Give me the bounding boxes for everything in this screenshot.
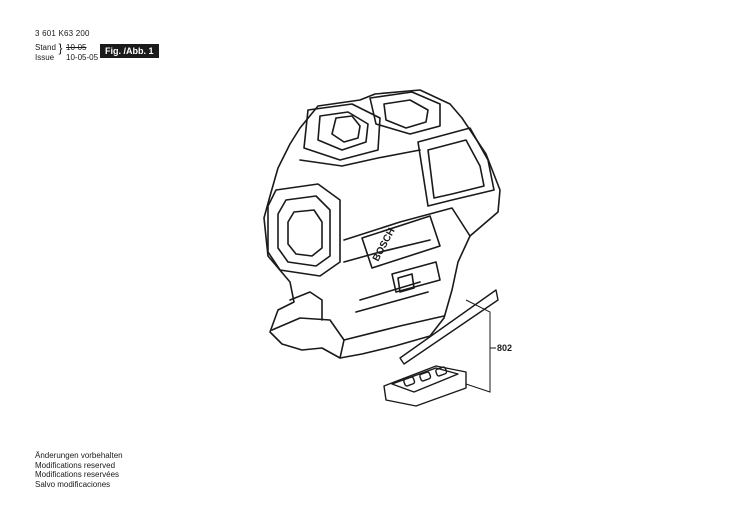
- note-en: Modifications reserved: [35, 460, 116, 470]
- side-grip: [417, 127, 495, 207]
- note-de: Änderungen vorbehalten: [35, 451, 123, 460]
- battery-slot-3: [435, 366, 448, 377]
- brand-panel: [361, 215, 441, 269]
- front-head-inner: [277, 195, 331, 267]
- body-seam-mid: [343, 207, 471, 241]
- top-head-inner: [317, 111, 369, 151]
- part-number: 3 601 K63 200: [35, 29, 90, 38]
- rear-head-inner: [383, 99, 429, 129]
- issue-label: Issue: [35, 53, 55, 62]
- callout-leader: [465, 299, 496, 393]
- rear-head: [369, 91, 441, 135]
- body-seam-upper: [299, 149, 421, 167]
- stand-row: Stand } 10-05: [35, 41, 98, 55]
- battery-slot-1: [403, 376, 416, 387]
- cover-wedge: [399, 289, 499, 365]
- stand-label: Stand: [35, 43, 56, 52]
- side-grip-inner: [427, 139, 485, 199]
- battery-cover-outer: [383, 365, 467, 407]
- revision-block: Stand } 10-05 Issue 10-05-05: [35, 41, 98, 63]
- top-head-outer: [303, 103, 381, 161]
- figure-badge: Fig. /Abb. 1: [100, 44, 159, 58]
- modification-notes: Änderungen vorbehalten Modifications res…: [35, 451, 123, 489]
- callout-802: 802: [497, 343, 513, 353]
- brace-icon: }: [58, 41, 63, 55]
- mode-switch-knob: [397, 273, 415, 293]
- battery-cover-top: [391, 367, 459, 393]
- base-foot: [289, 291, 323, 321]
- battery-slot-2: [419, 371, 432, 382]
- note-es: Salvo modificaciones: [35, 479, 111, 489]
- base-lower-edge: [343, 315, 445, 341]
- issue-value: 10-05-05: [66, 53, 99, 62]
- body-seam-lower: [343, 239, 431, 263]
- base-detail: [355, 281, 429, 313]
- front-head-window: [287, 209, 323, 257]
- top-head-face: [331, 115, 361, 143]
- mode-switch-slot: [391, 261, 441, 293]
- issue-row: Issue 10-05-05: [35, 53, 98, 63]
- brand-logo: BOSCH: [371, 226, 398, 263]
- housing-outline: [263, 89, 501, 359]
- base-front: [271, 317, 345, 359]
- note-fr: Modifications reservées: [35, 470, 120, 479]
- front-head-outer: [267, 183, 341, 277]
- stand-value: 10-05: [66, 43, 87, 52]
